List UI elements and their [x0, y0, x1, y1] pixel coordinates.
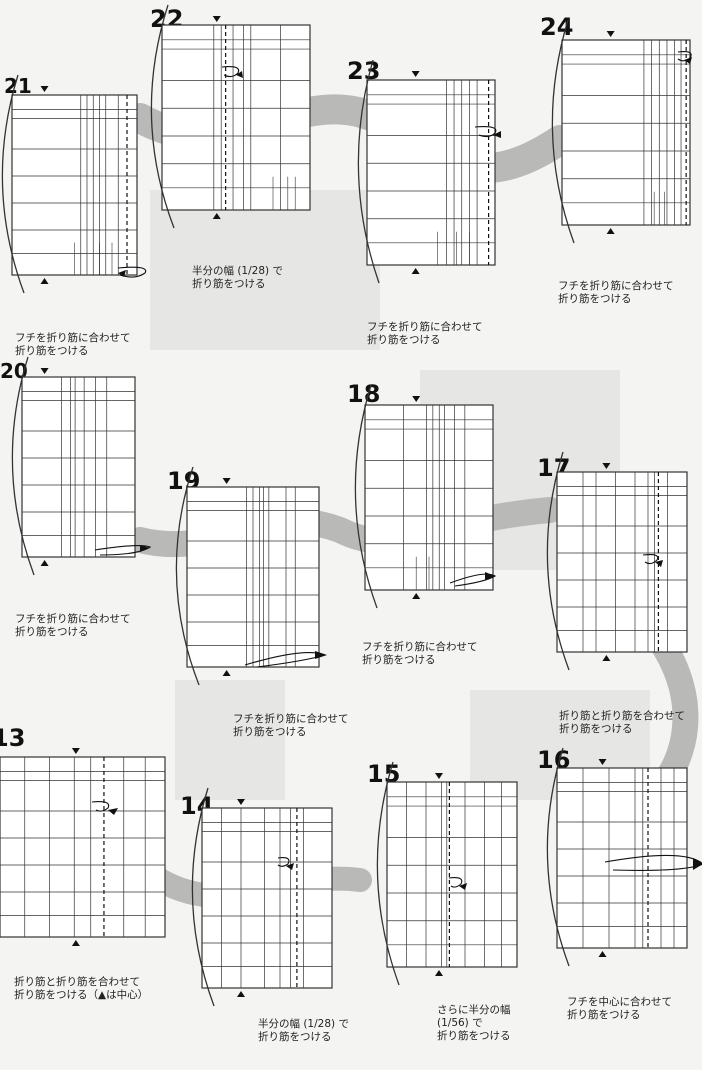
step-22-diagram [150, 5, 320, 225]
step-caption: 折り筋と折り筋を合わせて折り筋をつける（▲は中心） [14, 950, 148, 1028]
center-marker-top [412, 396, 420, 402]
center-marker-top [223, 478, 231, 484]
center-marker-bottom [412, 268, 420, 274]
paper-sheet [557, 768, 687, 948]
step-13-diagram [0, 722, 170, 942]
step-caption: 半分の幅 (1/28) で折り筋をつける [258, 992, 349, 1070]
step-20-diagram [0, 355, 155, 570]
step-21-diagram [0, 70, 150, 285]
center-marker-top [607, 31, 615, 37]
center-marker-top [435, 773, 443, 779]
center-marker-top [72, 748, 80, 754]
fold-arrow-head [315, 651, 327, 659]
center-marker-top [599, 759, 607, 765]
center-marker-bottom [41, 560, 49, 566]
center-marker-top [412, 71, 420, 77]
paper-sheet [22, 377, 135, 557]
paper-sheet [367, 80, 495, 265]
paper-sheet [562, 40, 690, 225]
step-caption: フチを中心に合わせて折り筋をつける [567, 970, 672, 1048]
step-17-diagram [535, 450, 695, 670]
center-marker-top [213, 16, 221, 22]
center-marker-top [237, 799, 245, 805]
step-19-diagram [165, 465, 330, 680]
step-18-diagram [345, 380, 500, 605]
step-16-diagram [535, 740, 700, 960]
step-14-diagram [180, 790, 340, 995]
step-caption: フチを折り筋に合わせて折り筋をつける [233, 687, 349, 765]
center-marker-top [41, 368, 49, 374]
center-marker-top [602, 463, 610, 469]
center-marker-bottom [41, 278, 49, 284]
step-caption: さらに半分の幅(1/56) で折り筋をつける [437, 978, 511, 1069]
center-marker-bottom [213, 213, 221, 219]
center-marker-bottom [602, 655, 610, 661]
step-23-diagram [345, 55, 505, 275]
center-marker-bottom [435, 970, 443, 976]
step-15-diagram [365, 760, 525, 975]
center-marker-bottom [607, 228, 615, 234]
step-24-diagram [540, 10, 702, 240]
step-caption: フチを折り筋に合わせて折り筋をつける [15, 587, 131, 665]
center-marker-top [41, 86, 49, 92]
center-marker-bottom [599, 951, 607, 957]
step-caption: 半分の幅 (1/28) で折り筋をつける [192, 239, 283, 317]
center-marker-bottom [237, 991, 245, 997]
center-marker-bottom [412, 593, 420, 599]
step-caption: フチを折り筋に合わせて折り筋をつける [558, 254, 674, 332]
center-marker-bottom [223, 670, 231, 676]
step-caption: フチを折り筋に合わせて折り筋をつける [367, 295, 483, 373]
step-caption: フチを折り筋に合わせて折り筋をつける [362, 615, 478, 693]
